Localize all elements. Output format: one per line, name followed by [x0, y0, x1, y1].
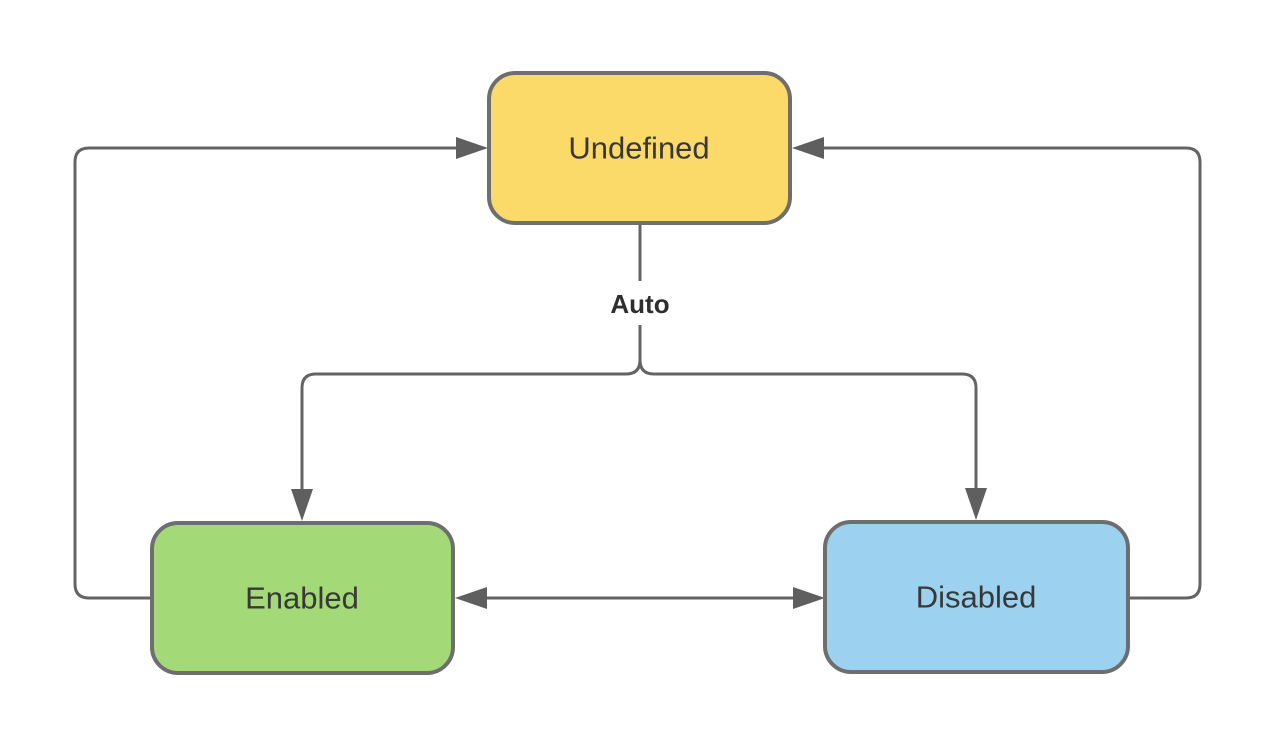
node-disabled-label: Disabled — [916, 580, 1037, 615]
arrowhead-into-disabled-left — [793, 587, 825, 609]
node-enabled-shape — [150, 521, 455, 675]
arrowhead-into-undefined-left — [456, 137, 488, 159]
node-enabled-label: Enabled — [245, 581, 359, 616]
arrowhead-into-undefined-right — [792, 137, 824, 159]
arrowhead-into-enabled-right — [455, 587, 487, 609]
node-enabled: Enabled — [150, 521, 455, 675]
edge-enabled-to-undefined — [73, 146, 456, 600]
node-disabled-shape — [823, 520, 1130, 674]
arrowhead-into-disabled-top — [965, 488, 987, 520]
node-undefined-label: Undefined — [568, 131, 709, 166]
edge-undefined-to-disabled — [638, 359, 978, 489]
arrowhead-into-enabled-top — [291, 489, 313, 521]
edge-undefined-to-enabled — [300, 359, 642, 490]
node-undefined: Undefined — [487, 71, 792, 225]
edge-disabled-to-undefined — [824, 146, 1202, 600]
edge-label-auto: Auto — [610, 289, 669, 319]
node-disabled: Disabled — [823, 520, 1130, 674]
edge-label-auto-background — [606, 281, 674, 325]
node-undefined-shape — [487, 71, 792, 225]
